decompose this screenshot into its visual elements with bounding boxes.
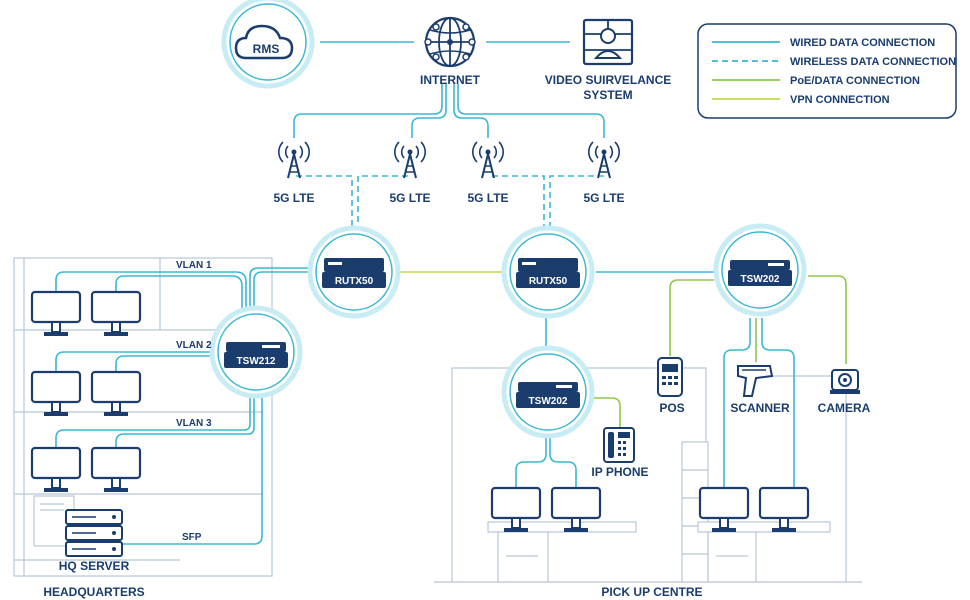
sfp-label: SFP	[182, 532, 202, 543]
cloud-icon	[234, 24, 294, 60]
vlan3-label: VLAN 3	[176, 418, 212, 429]
router-icon	[516, 258, 580, 288]
rms-node: RMS	[221, 0, 315, 89]
scanner-label: SCANNER	[730, 401, 790, 415]
barcode-scanner-icon	[737, 365, 774, 397]
switch-icon	[224, 342, 288, 368]
legend-label-poe: PoE/DATA CONNECTION	[790, 75, 920, 87]
tower-label: 5G LTE	[389, 191, 430, 205]
legend-label-vpn: VPN CONNECTION	[790, 94, 890, 106]
pos-terminal-icon	[657, 357, 683, 397]
pos-node: POS	[657, 357, 685, 415]
security-camera-icon	[830, 369, 860, 394]
tower-node-1: 5G LTE	[273, 141, 315, 205]
tsw212-switch: TSW212	[209, 305, 303, 399]
cell-tower-icon	[587, 141, 621, 179]
pickup-centre-room	[434, 367, 862, 583]
internet-node: INTERNET	[420, 16, 481, 87]
tower-label: 5G LTE	[273, 191, 314, 205]
tsw202-switch-lower: TSW202	[501, 345, 595, 439]
video-surveillance-label-line2: SYSTEM	[583, 88, 632, 102]
hq-server-label: HQ SERVER	[59, 559, 130, 573]
rutx50-label: RUTX50	[335, 276, 374, 287]
legend-label-wireless: WIRELESS DATA CONNECTION	[790, 56, 956, 68]
vlan1-label: VLAN 1	[176, 260, 212, 271]
router-icon	[322, 258, 386, 288]
ip-phone-icon	[603, 427, 635, 463]
tower-node-2: 5G LTE	[389, 141, 431, 205]
rutx50-router-hq: RUTX50	[307, 225, 401, 319]
video-surveillance-icon	[582, 18, 634, 66]
camera-node: CAMERA	[818, 369, 871, 415]
switch-icon	[516, 382, 580, 408]
cell-tower-icon	[471, 141, 505, 179]
switch-icon	[728, 260, 792, 286]
hq-server-node: HQ SERVER	[33, 495, 130, 573]
globe-icon	[424, 16, 476, 68]
tsw202-label: TSW202	[741, 274, 780, 285]
tsw202-label: TSW202	[529, 396, 568, 407]
video-surveillance-label-line1: VIDEO SUIRVELANCE	[545, 73, 671, 87]
tsw202-switch-top: TSW202	[713, 223, 807, 317]
tower-label: 5G LTE	[583, 191, 624, 205]
pickup-centre-label: PICK UP CENTRE	[601, 585, 702, 599]
scanner-node: SCANNER	[730, 365, 790, 415]
server-icon	[65, 509, 123, 557]
ip-phone-label: IP PHONE	[591, 465, 648, 479]
tower-node-4: 5G LTE	[583, 141, 625, 205]
internet-label: INTERNET	[420, 73, 481, 87]
video-surveillance-node: VIDEO SUIRVELANCE SYSTEM	[545, 18, 671, 102]
headquarters-label: HEADQUARTERS	[43, 585, 144, 599]
tsw212-label: TSW212	[237, 356, 276, 367]
connections	[55, 41, 847, 545]
tower-node-3: 5G LTE	[467, 141, 509, 205]
legend: WIRED DATA CONNECTION WIRELESS DATA CONN…	[697, 23, 957, 119]
legend-label-wired: WIRED DATA CONNECTION	[790, 37, 935, 49]
camera-label: CAMERA	[818, 401, 871, 415]
cell-tower-icon	[393, 141, 427, 179]
tower-label: 5G LTE	[467, 191, 508, 205]
rutx50-router-pickup: RUTX50	[501, 225, 595, 319]
rutx50-label: RUTX50	[529, 276, 568, 287]
pos-label: POS	[659, 401, 684, 415]
cell-tower-icon	[277, 141, 311, 179]
vlan2-label: VLAN 2	[176, 340, 212, 351]
rms-label: RMS	[253, 42, 280, 56]
ip-phone-node: IP PHONE	[591, 427, 649, 479]
